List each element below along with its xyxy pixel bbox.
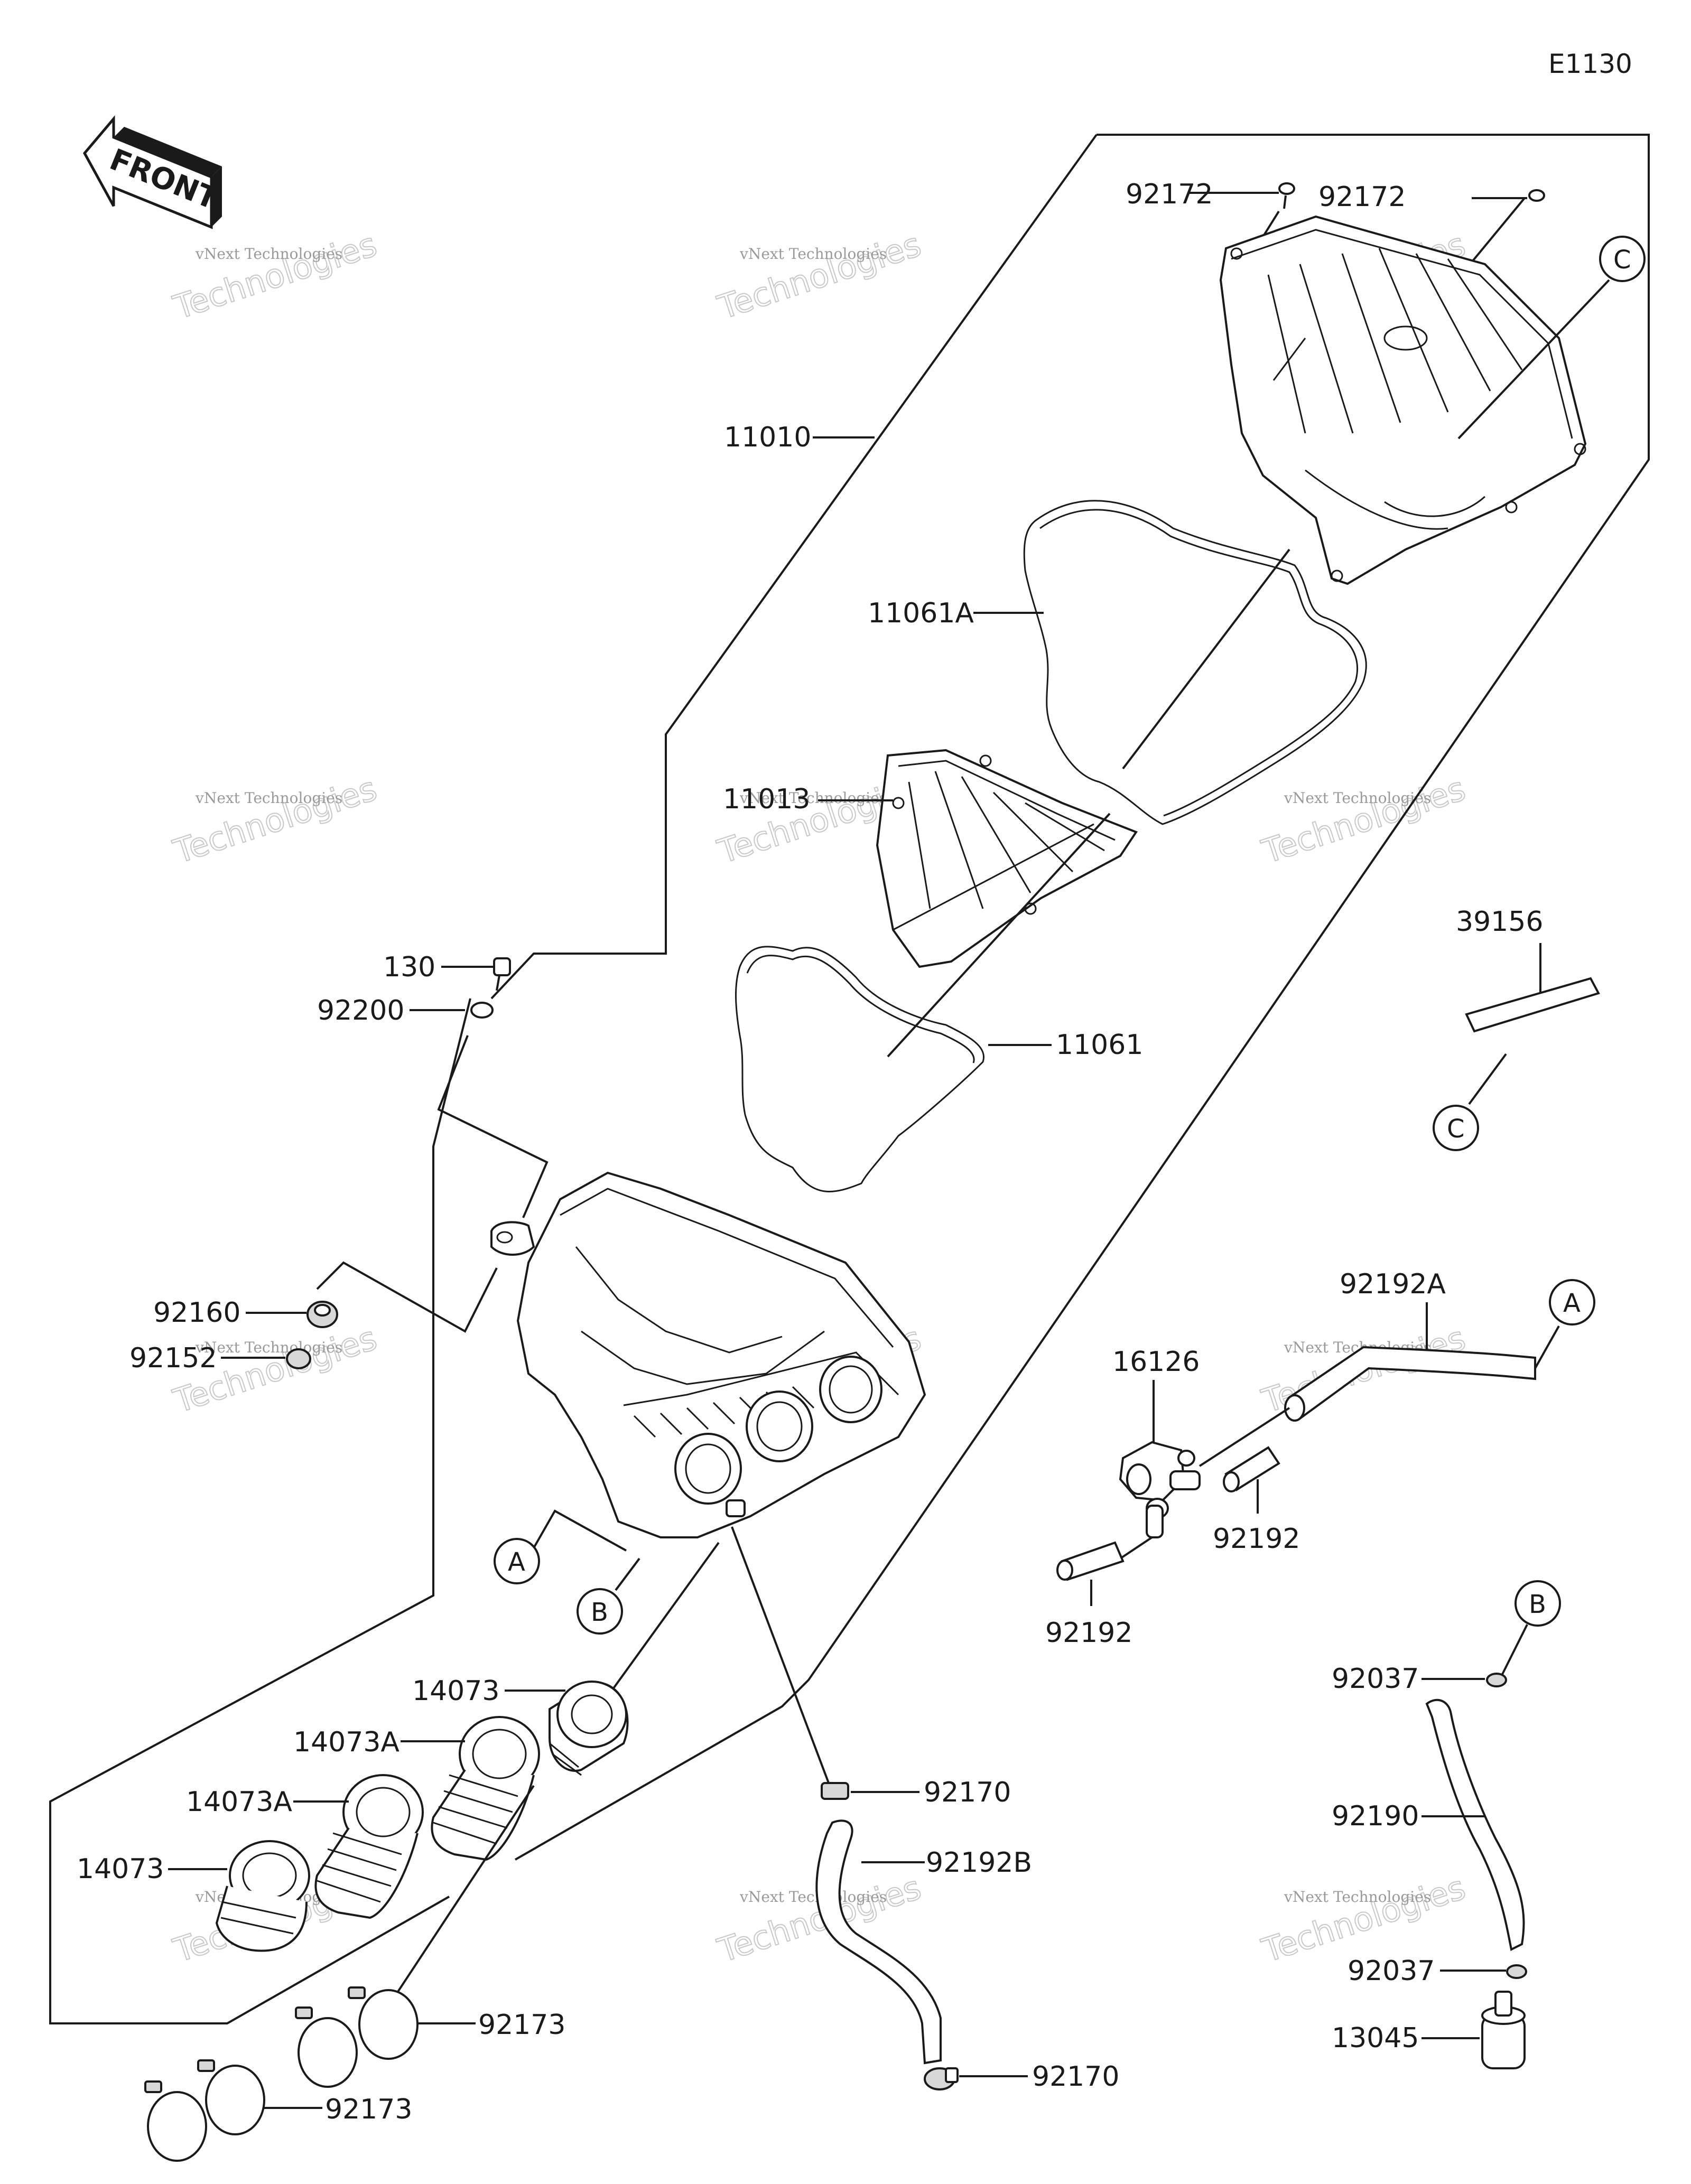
label-92173-bottom: 92173 xyxy=(325,2094,412,2125)
clamp-92173-top xyxy=(295,1986,419,2088)
air-cleaner-case xyxy=(490,1171,926,1538)
label-92173-top: 92173 xyxy=(478,2009,565,2041)
svg-text:vNext Technologies: vNext Technologies xyxy=(1284,1888,1431,1906)
label-14073a-top: 14073A xyxy=(293,1726,399,1758)
collar-92152 xyxy=(286,1348,311,1369)
label-14073-bottom: 14073 xyxy=(77,1853,164,1885)
hose-92192-bottom xyxy=(1056,1541,1125,1581)
label-11010: 11010 xyxy=(724,422,811,453)
label-92172-left: 92172 xyxy=(1126,179,1213,210)
svg-text:Technologies: Technologies xyxy=(169,769,381,871)
callout-c-top-letter: C xyxy=(1613,245,1631,275)
svg-text:vNext Technologies: vNext Technologies xyxy=(739,789,887,807)
label-92200: 92200 xyxy=(317,995,404,1026)
callout-b-left xyxy=(577,1588,623,1635)
bolt-130 xyxy=(493,957,511,991)
svg-text:Technologies: Technologies xyxy=(169,225,381,327)
diagram-code: E1130 xyxy=(1548,49,1632,79)
callout-a-left-letter: A xyxy=(508,1547,525,1577)
label-92037-bottom: 92037 xyxy=(1348,1955,1435,1987)
grommet-92160 xyxy=(306,1301,338,1328)
funnel-14073-bottom xyxy=(215,1840,310,1952)
label-11061: 11061 xyxy=(1056,1029,1143,1061)
callout-a-right xyxy=(1549,1279,1595,1326)
label-92160: 92160 xyxy=(153,1297,240,1329)
washer-92200 xyxy=(470,1002,494,1019)
label-92172-right: 92172 xyxy=(1318,181,1406,213)
svg-text:vNext Technologies: vNext Technologies xyxy=(1284,789,1431,807)
label-92152: 92152 xyxy=(129,1342,217,1374)
hose-92192a xyxy=(1284,1346,1536,1422)
valve-16126 xyxy=(1119,1441,1201,1538)
label-92170-top: 92170 xyxy=(924,1777,1011,1808)
label-14073a-bottom: 14073A xyxy=(186,1786,292,1818)
clip-92037-bottom xyxy=(1506,1964,1527,1979)
svg-text:vNext Technologies: vNext Technologies xyxy=(195,1339,342,1356)
assembly-outline xyxy=(515,134,1650,1861)
svg-text:vNext Technologies: vNext Technologies xyxy=(739,245,887,263)
sponge-strip-39156 xyxy=(1465,977,1600,1033)
callout-b-right-letter: B xyxy=(1529,1590,1546,1619)
plug-13045 xyxy=(1481,1991,1526,2069)
label-92190: 92190 xyxy=(1332,1800,1419,1832)
watermark: Technologies vNext Technologies Technolo… xyxy=(168,225,1470,1971)
label-14073-top: 14073 xyxy=(412,1675,499,1707)
air-cleaner-cover xyxy=(1219,215,1587,585)
svg-text:vNext Technologies: vNext Technologies xyxy=(739,1888,887,1906)
label-13045: 13045 xyxy=(1332,2022,1419,2054)
gasket-11061a xyxy=(1023,500,1367,825)
label-11013: 11013 xyxy=(723,783,810,815)
hose-92192-right xyxy=(1223,1446,1280,1492)
callout-c-right xyxy=(1433,1105,1479,1151)
clamp-92173-bottom xyxy=(144,2059,265,2162)
callout-c-top xyxy=(1599,236,1646,282)
callout-b-left-letter: B xyxy=(591,1598,608,1627)
funnel-14073-top xyxy=(549,1681,629,1776)
clip-92037-top xyxy=(1486,1673,1507,1687)
label-39156: 39156 xyxy=(1456,906,1543,938)
clamp-92170-bottom xyxy=(924,2067,959,2090)
front-arrow-icon: FRONT xyxy=(82,115,222,229)
label-130: 130 xyxy=(383,951,435,983)
label-92192a: 92192A xyxy=(1340,1268,1446,1300)
hose-92190 xyxy=(1425,1698,1525,1951)
callout-a-left xyxy=(494,1538,540,1584)
label-92192b: 92192B xyxy=(926,1847,1032,1879)
funnel-14073a-bottom xyxy=(314,1774,424,1919)
hose-92192b xyxy=(815,1819,942,2065)
svg-text:Technologies: Technologies xyxy=(1257,1868,1470,1970)
label-92170-bottom: 92170 xyxy=(1032,2061,1119,2093)
svg-text:vNext Technologies: vNext Technologies xyxy=(195,789,342,807)
callout-a-right-letter: A xyxy=(1563,1289,1581,1318)
label-16126: 16126 xyxy=(1112,1346,1200,1378)
air-filter-element-11013 xyxy=(876,749,1138,968)
label-92192-right: 92192 xyxy=(1213,1523,1300,1555)
gasket-11061 xyxy=(735,946,984,1192)
label-11061a: 11061A xyxy=(868,598,974,629)
label-92037-top: 92037 xyxy=(1332,1663,1419,1695)
svg-text:Technologies: Technologies xyxy=(1257,769,1470,871)
svg-text:vNext Technologies: vNext Technologies xyxy=(195,245,342,263)
label-92192-bottom: 92192 xyxy=(1045,1617,1132,1649)
callout-c-right-letter: C xyxy=(1447,1114,1465,1144)
funnel-14073a-top xyxy=(431,1716,540,1861)
callout-b-right xyxy=(1515,1580,1561,1627)
clamp-92170-top xyxy=(821,1782,849,1800)
svg-text:Technologies: Technologies xyxy=(713,225,925,327)
